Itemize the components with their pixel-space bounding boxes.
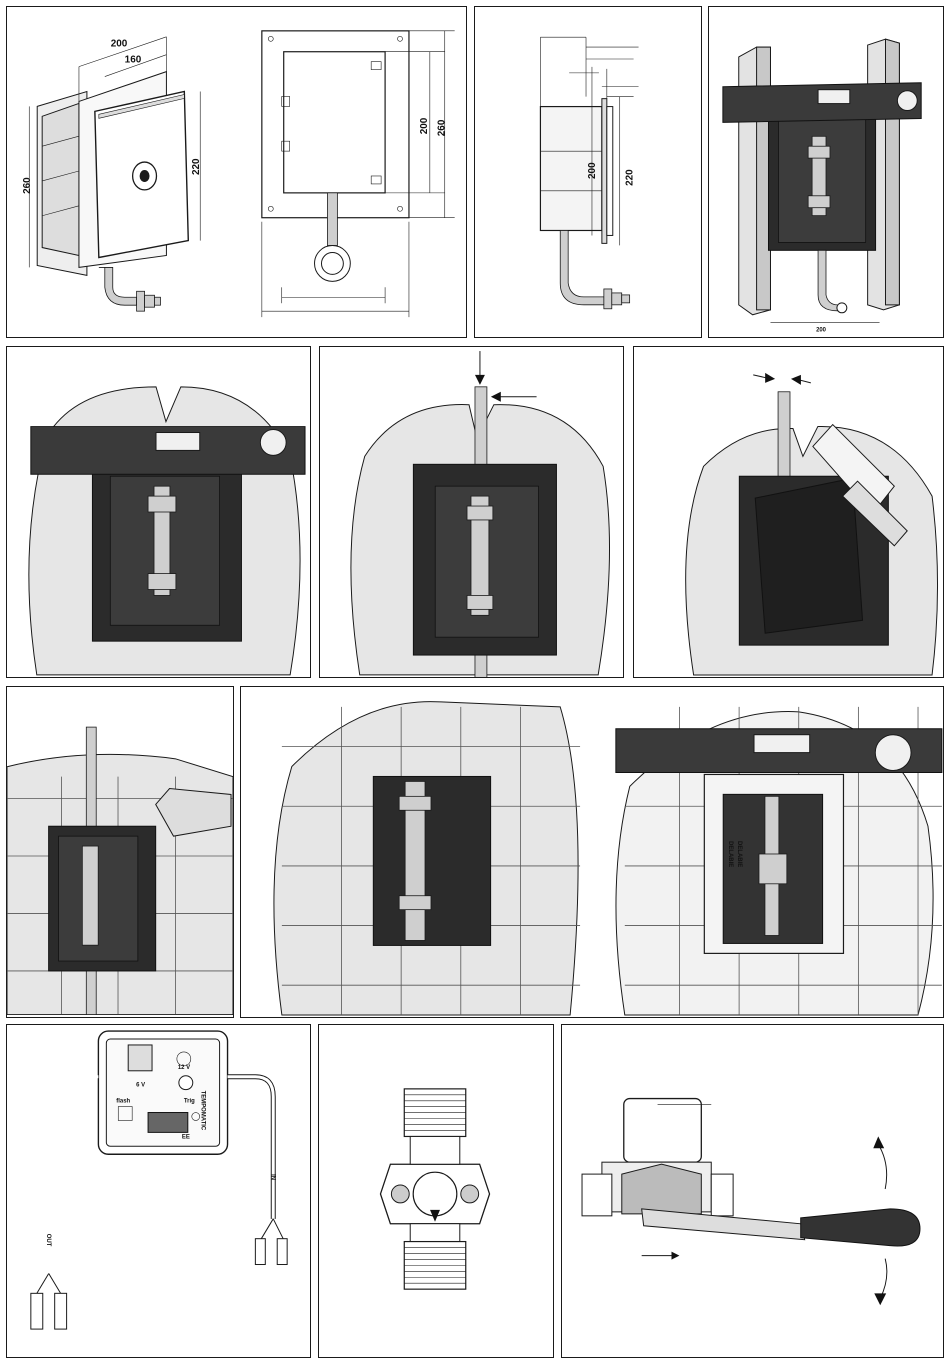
brand-label-2: DELABIE xyxy=(736,841,742,867)
label-in: IN xyxy=(269,1174,275,1180)
label-12v: 12 V xyxy=(178,1065,190,1071)
panel-pipe-cut-mark xyxy=(319,346,624,678)
panel-dimension-drawing: 200 160 260 220 200 260 xyxy=(6,6,467,338)
rail-installation-svg: 200 xyxy=(709,7,943,337)
label-flash: flash xyxy=(116,1099,130,1105)
solenoid-valve-body-svg xyxy=(319,1025,553,1357)
electronic-module-svg: 6 V 12 V flash Trig TEMPOMATIC EE OUT IN xyxy=(7,1025,310,1357)
screwdriver-valve-svg xyxy=(562,1025,943,1357)
dim-plate-height-outer: 260 xyxy=(437,119,448,136)
label-ee: EE xyxy=(182,1134,190,1140)
dim-width-outer: 200 xyxy=(111,39,128,50)
panel-wall-level xyxy=(6,346,311,678)
panel-electronic-module: 6 V 12 V flash Trig TEMPOMATIC EE OUT IN xyxy=(6,1024,311,1358)
panel-saw-cut xyxy=(633,346,944,678)
panel-tiled-wall: DELABIE DELABIE xyxy=(240,686,944,1018)
tiled-wall-svg: DELABIE DELABIE xyxy=(241,687,943,1017)
label-tempomatic: TEMPOMATIC xyxy=(200,1091,206,1131)
dimension-drawing-svg: 200 160 260 220 200 260 xyxy=(7,7,466,337)
panel-rail-installation: 200 xyxy=(708,6,944,338)
side-profile-svg: 200 220 xyxy=(475,7,701,337)
dim-rail-spacing: 200 xyxy=(816,328,827,334)
label-trig: Trig xyxy=(184,1099,195,1105)
dim-plate-height-inner: 200 xyxy=(419,117,430,134)
brand-label-1: DELABIE xyxy=(727,841,733,867)
panel-solenoid-valve-body xyxy=(318,1024,554,1358)
dim-width-inner: 160 xyxy=(125,55,142,66)
sealant-svg xyxy=(7,687,233,1017)
panel-sealant xyxy=(6,686,234,1018)
label-out: OUT xyxy=(45,1234,51,1247)
dim-height-left: 260 xyxy=(22,177,33,194)
dim-profile-b: 220 xyxy=(625,169,636,186)
wall-level-svg xyxy=(7,347,310,677)
saw-cut-svg xyxy=(634,347,943,677)
label-6v: 6 V xyxy=(136,1083,145,1089)
dim-profile-a: 200 xyxy=(587,162,598,179)
dim-height-right: 220 xyxy=(191,158,202,175)
pipe-cut-mark-svg xyxy=(320,347,623,677)
panel-side-profile: 200 220 xyxy=(474,6,702,338)
panel-screwdriver-valve xyxy=(561,1024,944,1358)
